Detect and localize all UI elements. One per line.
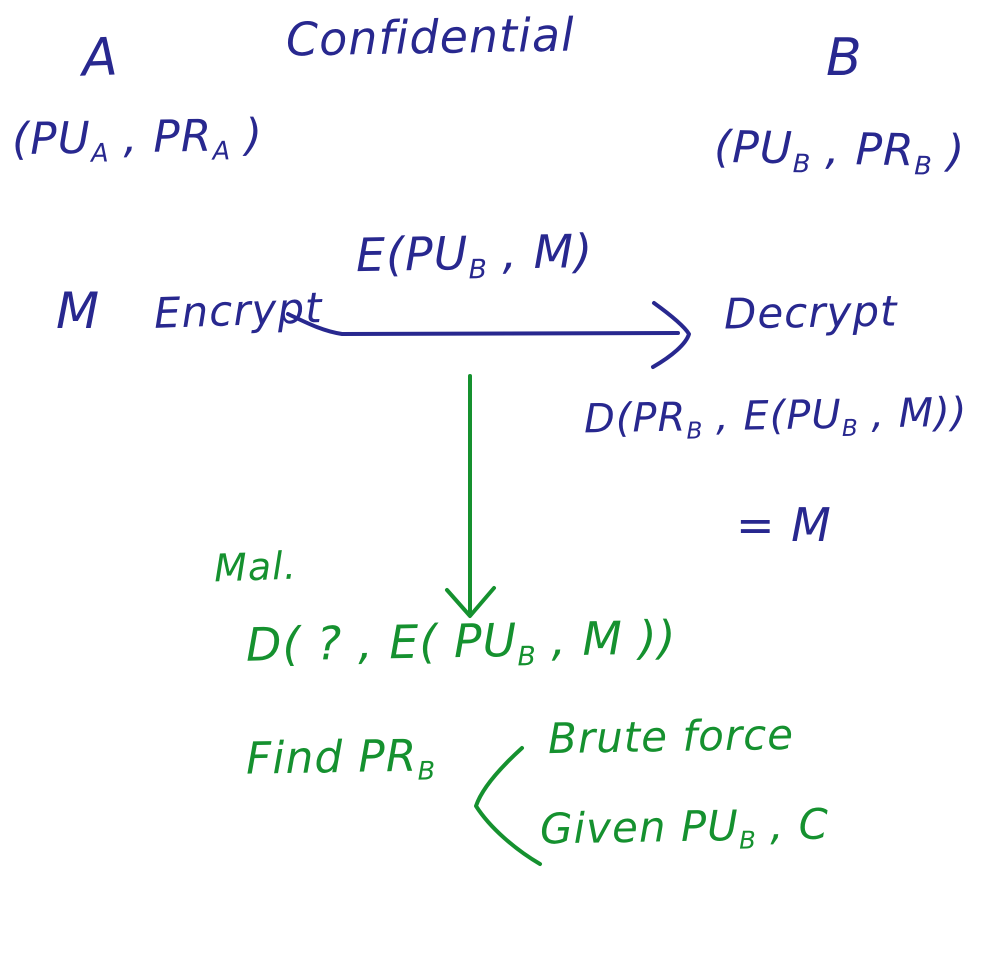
attacker-goal: Find PRB: [245, 730, 436, 787]
party-b-label: B: [826, 28, 863, 88]
party-b-keypair: (PUB , PRB ): [713, 121, 966, 182]
plaintext-message: M: [56, 282, 101, 340]
channel-arrow: [286, 301, 691, 369]
decrypt-result: = M: [736, 498, 832, 552]
attack-option-given-pub-c: Given PUB , C: [539, 799, 830, 855]
attack-option-bruteforce: Brute force: [547, 709, 795, 764]
party-a-keypair: (PUA , PRA ): [11, 109, 264, 169]
intercept-arrow: [445, 374, 496, 618]
branch-connector: [474, 746, 542, 866]
decrypt-expression: D(PRB , E(PUB , M)): [583, 389, 968, 445]
party-a-label: A: [80, 27, 120, 89]
diagram-title: Confidential: [285, 7, 576, 67]
decrypt-label: Decrypt: [723, 286, 898, 339]
attacker-decrypt-attempt: D( ? , E( PUB , M )): [245, 610, 678, 673]
attacker-label: Mal.: [213, 543, 298, 591]
encrypt-label: Encrypt: [153, 283, 324, 338]
ciphertext-label: E(PUB , M): [355, 223, 594, 286]
